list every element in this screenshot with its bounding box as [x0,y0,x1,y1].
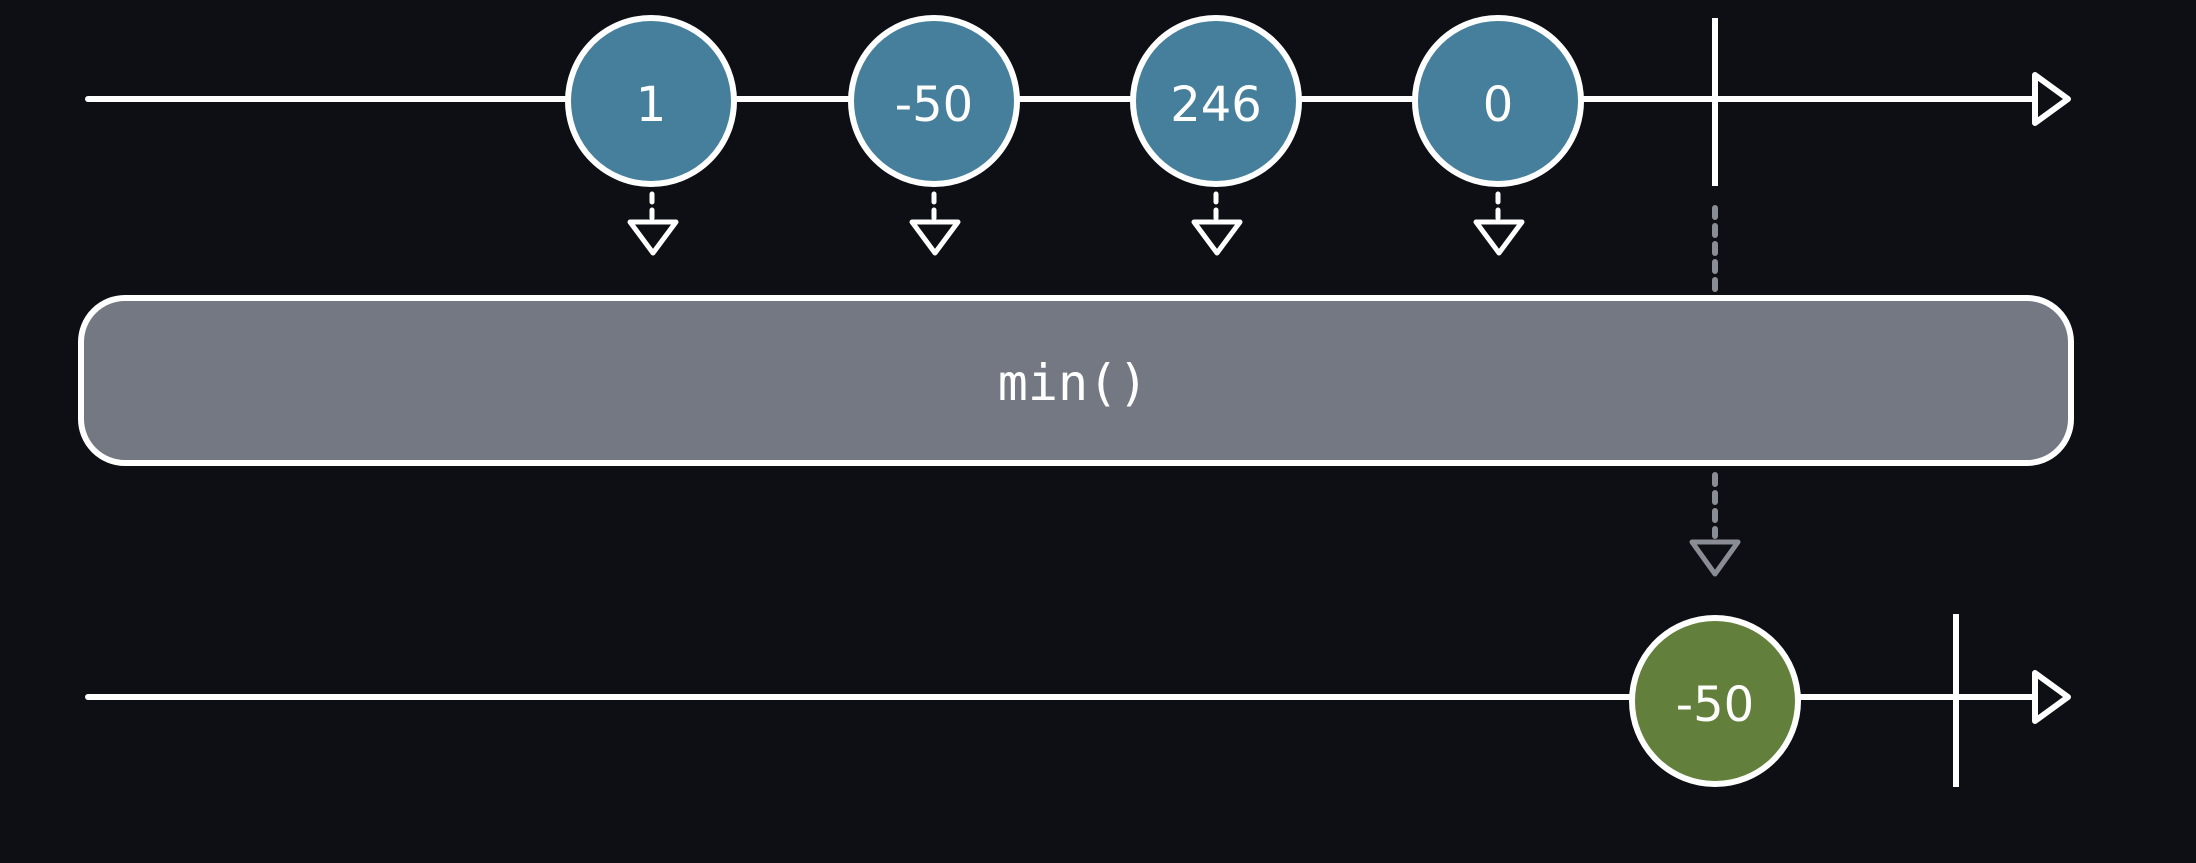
input-timeline-arrowhead [2032,72,2071,126]
input-timeline [85,18,2071,186]
output-marble: -50 [1629,615,1801,787]
input-marble: 246 [1130,15,1302,187]
input-emission-arrows [627,191,1525,256]
emission-arrow [627,191,679,256]
completion-connector [1689,205,1741,577]
emission-arrow [1473,191,1525,256]
input-marble-value: 0 [1483,77,1514,133]
output-timeline-arrowhead [2032,670,2071,724]
input-marble-value: 246 [1170,77,1262,133]
input-marble: -50 [848,15,1020,187]
emission-arrow [1191,191,1243,256]
emission-arrow [909,191,961,256]
input-marbles: 1 -50 246 0 [565,15,1584,187]
output-marble-value: -50 [1676,677,1754,733]
input-marble: 0 [1412,15,1584,187]
operator-label: min() [998,354,1149,412]
completion-arrowhead [1689,539,1741,577]
input-marble-value: 1 [636,77,667,133]
input-marble: 1 [565,15,737,187]
input-marble-value: -50 [895,77,973,133]
output-timeline: -50 [85,614,2071,787]
operator-box: min() [78,295,2074,466]
